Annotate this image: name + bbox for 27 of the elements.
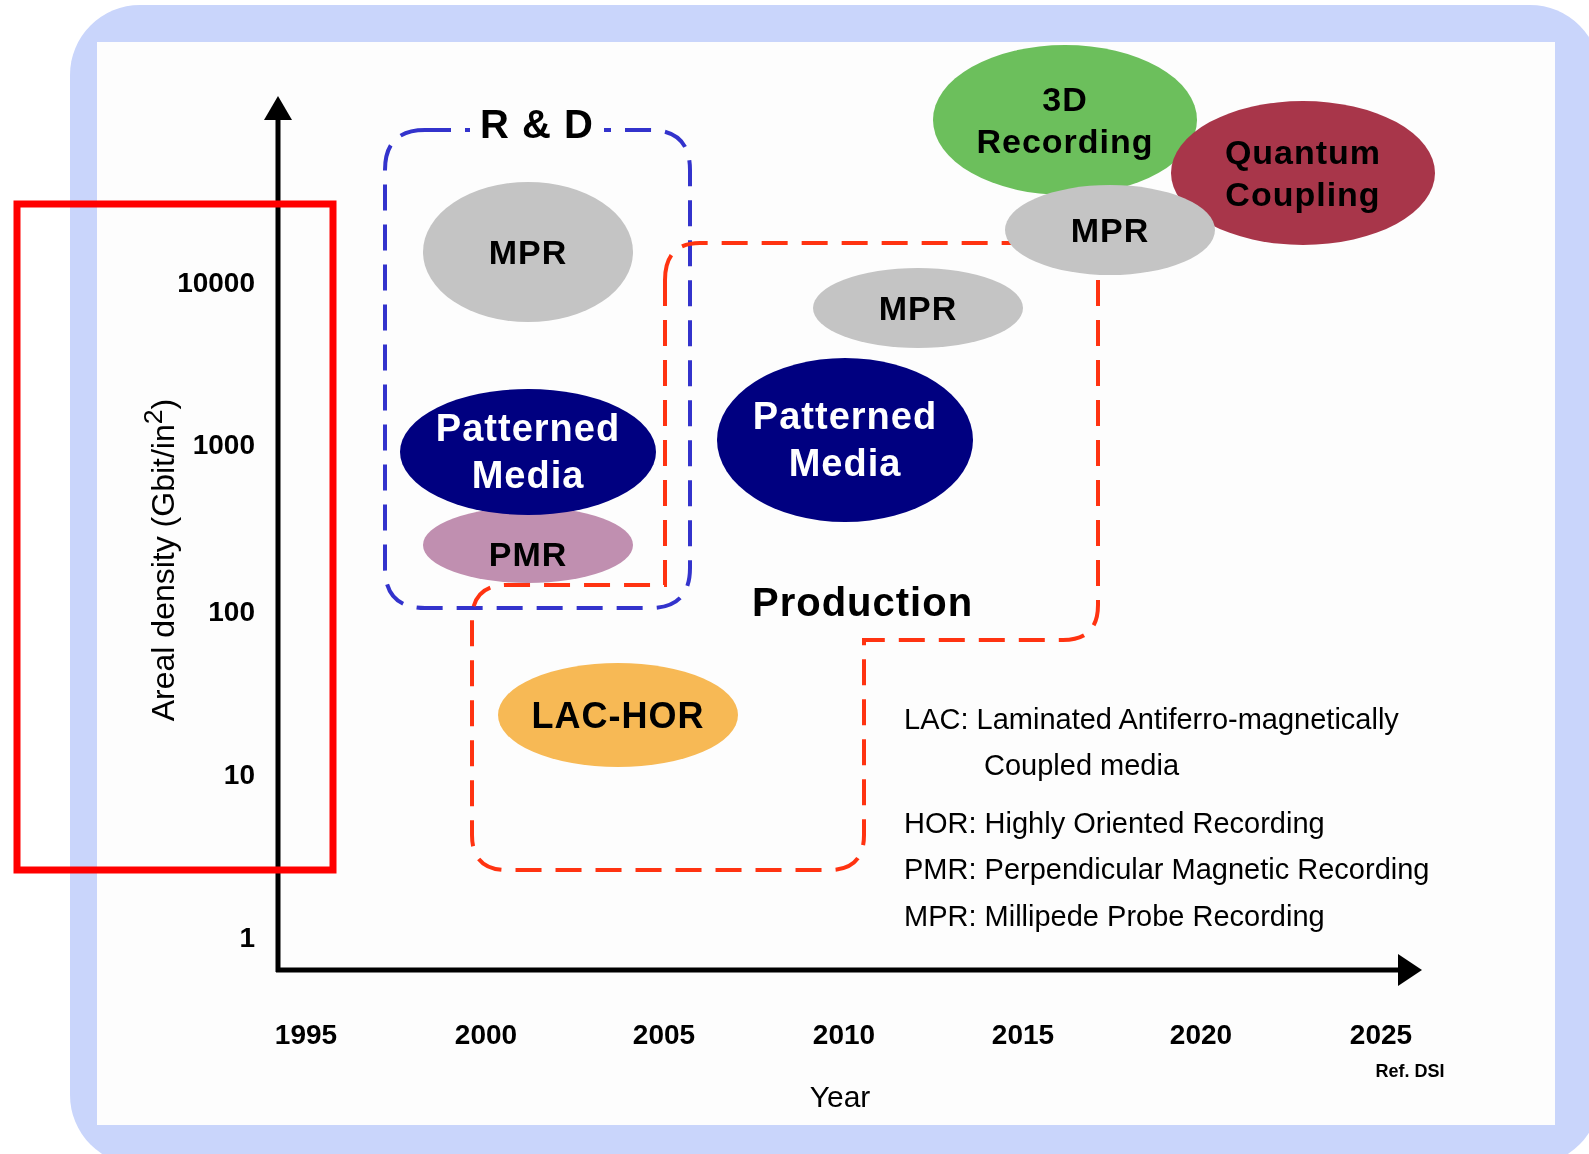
axis-title: Year (809, 1080, 871, 1114)
tick-label: 2010 (812, 1019, 876, 1051)
tick-label: 2005 (632, 1019, 696, 1051)
tick-label: 2025 (1349, 1019, 1413, 1051)
ellipse-label: MPR (488, 231, 568, 273)
tick-label: 1995 (274, 1019, 338, 1051)
tick-label: 100 (208, 596, 255, 628)
tick-label: 10000 (177, 267, 255, 299)
abbreviation-note: LAC: Laminated Antiferro-magnetically Coupled media (904, 702, 1400, 784)
tick-label: 1 (239, 922, 255, 954)
tick-label: 2015 (991, 1019, 1055, 1051)
ellipse-label: Patterned Media (434, 405, 622, 498)
ellipse-label: MPR (1070, 209, 1150, 251)
ellipse-label: 3D Recording (975, 78, 1155, 162)
ellipse-label: MPR (878, 287, 958, 329)
ellipse-label: PMR (488, 533, 568, 575)
abbreviation-note: PMR: Perpendicular Magnetic Recording (904, 852, 1431, 887)
tick-label: 10 (223, 759, 255, 791)
abbreviation-note: MPR: Millipede Probe Recording (904, 899, 1326, 934)
tick-label: 1000 (192, 429, 255, 461)
tick-label: 2000 (454, 1019, 518, 1051)
reference-note: Ref. DSI (1375, 1060, 1445, 1082)
ellipse-label: Patterned Media (751, 393, 939, 486)
abbreviation-note: HOR: Highly Oriented Recording (904, 806, 1326, 841)
ellipse-label: Quantum Coupling (1223, 131, 1383, 215)
ellipse-label: LAC-HOR (531, 693, 705, 738)
tick-label: 2020 (1169, 1019, 1233, 1051)
